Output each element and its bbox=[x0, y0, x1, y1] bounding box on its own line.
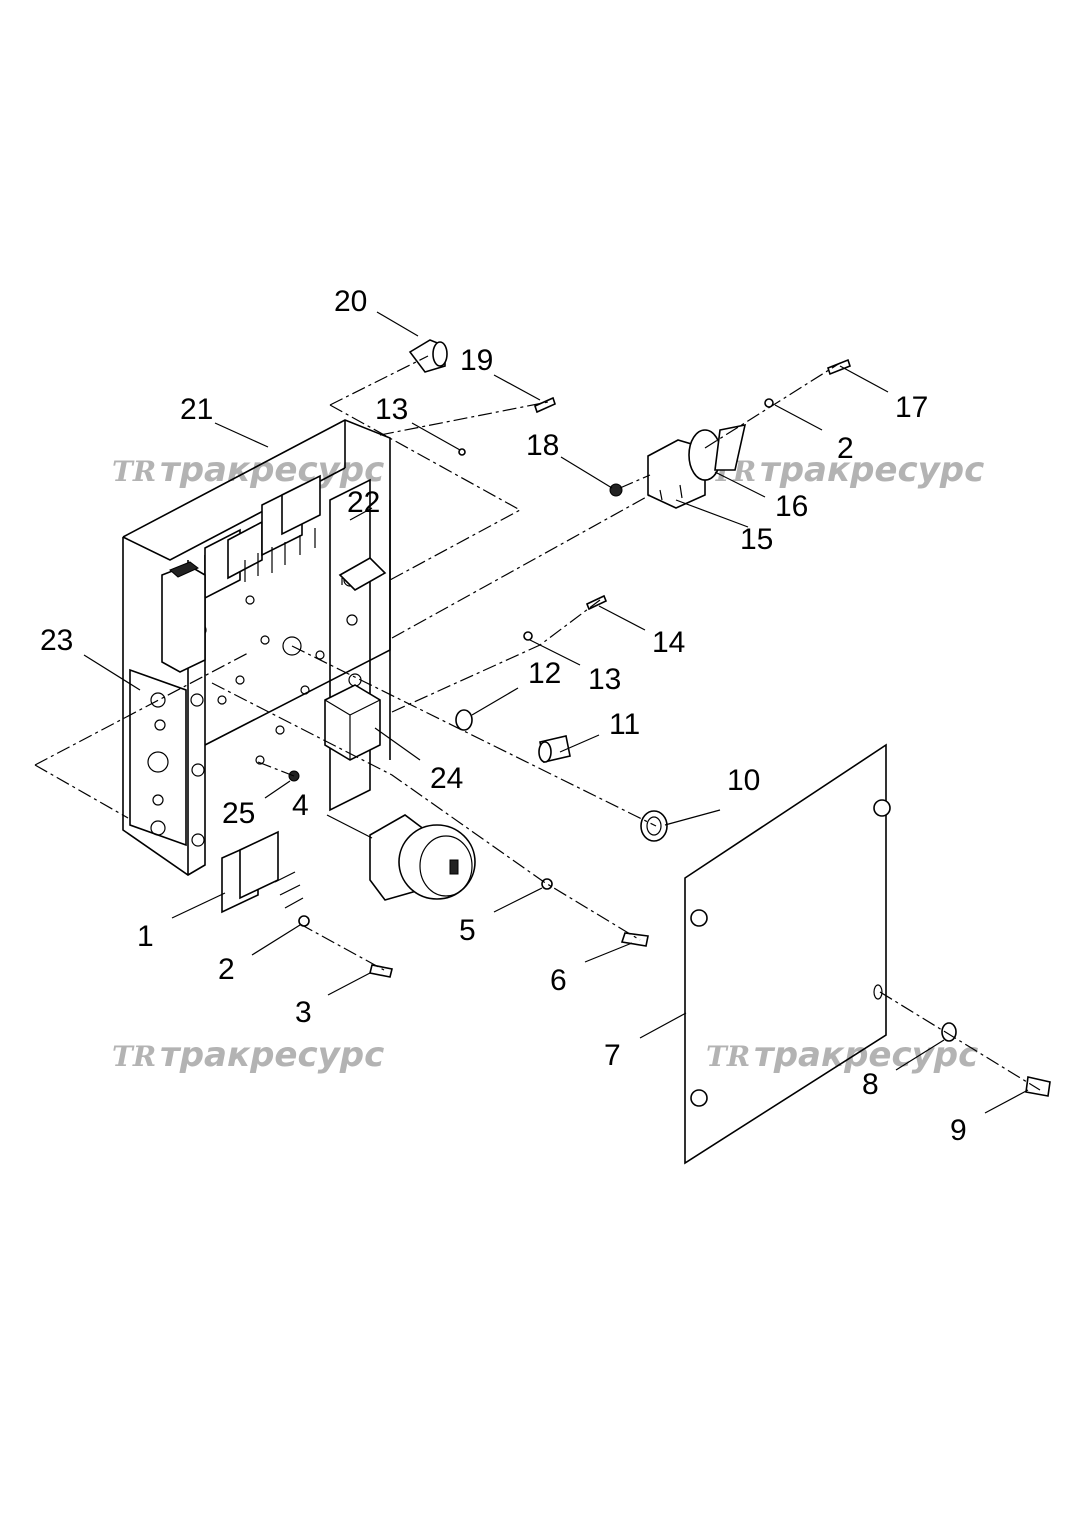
part-4-motor bbox=[369, 814, 476, 901]
part-9-bolt bbox=[1025, 1076, 1051, 1097]
assembly-lines bbox=[34, 355, 1041, 1091]
part-19-screw bbox=[534, 396, 556, 414]
callout-labels: 20 19 13 21 18 17 2 16 15 22 23 14 13 12… bbox=[40, 285, 967, 1147]
part-17-screw bbox=[827, 358, 851, 376]
part-5-washer bbox=[541, 878, 553, 890]
part-20-lamp bbox=[408, 339, 448, 373]
callout-9: 9 bbox=[950, 1114, 967, 1147]
callout-7: 7 bbox=[604, 1039, 621, 1072]
part-24-module bbox=[324, 684, 381, 761]
callout-12: 12 bbox=[528, 657, 561, 690]
callout-4: 4 bbox=[292, 789, 309, 822]
part-13-washer-upper bbox=[458, 448, 466, 456]
callout-20: 20 bbox=[334, 285, 367, 318]
part-11-shaft bbox=[538, 735, 571, 763]
part-22-relays bbox=[204, 474, 321, 600]
part-cylinder bbox=[338, 557, 387, 591]
callout-17: 17 bbox=[895, 391, 928, 424]
part-3-screw bbox=[369, 964, 393, 978]
part-6-bolt bbox=[620, 932, 649, 947]
part-15-16-switch-assembly bbox=[647, 423, 747, 509]
part-13-washer-lower bbox=[523, 631, 533, 641]
callout-6: 6 bbox=[550, 964, 567, 997]
callout-16: 16 bbox=[775, 490, 808, 523]
watermark-top-left: TR тракресурс bbox=[112, 450, 384, 490]
callout-19: 19 bbox=[460, 344, 493, 377]
callout-2-lower: 2 bbox=[218, 953, 235, 986]
callout-24: 24 bbox=[430, 762, 463, 795]
watermark-bottom-right: TR тракресурс bbox=[706, 1035, 978, 1075]
callout-23: 23 bbox=[40, 624, 73, 657]
part-relay-block bbox=[161, 561, 206, 673]
part-8-washer bbox=[941, 1022, 957, 1042]
watermark-bottom-left: TR тракресурс bbox=[112, 1035, 384, 1075]
watermark-logo: TR bbox=[112, 455, 156, 488]
callout-11: 11 bbox=[609, 708, 640, 741]
callout-18: 18 bbox=[526, 429, 559, 462]
callout-3: 3 bbox=[295, 996, 312, 1029]
leader-lines bbox=[83, 311, 1029, 1114]
callout-5: 5 bbox=[459, 914, 476, 947]
watermark-top-right: TR тракресурс bbox=[712, 450, 984, 490]
callout-21: 21 bbox=[180, 393, 213, 426]
callout-14: 14 bbox=[652, 626, 685, 659]
callout-15: 15 bbox=[740, 523, 773, 556]
watermark-logo: TR bbox=[706, 1040, 750, 1073]
callout-13-lower: 13 bbox=[588, 663, 621, 696]
callout-10: 10 bbox=[727, 764, 760, 797]
watermark-text: тракресурс bbox=[160, 1035, 384, 1075]
callout-2-upper: 2 bbox=[837, 432, 854, 465]
watermark-text: тракресурс bbox=[760, 450, 984, 490]
callout-25: 25 bbox=[222, 797, 255, 830]
part-18-nut bbox=[609, 483, 623, 497]
callout-13-upper: 13 bbox=[375, 393, 408, 426]
part-12-washer bbox=[455, 709, 473, 731]
part-23-plate bbox=[129, 668, 187, 847]
part-10-knob bbox=[640, 810, 668, 842]
part-7-cover-panel bbox=[684, 743, 891, 1165]
callout-8: 8 bbox=[862, 1068, 879, 1101]
watermark-text: тракресурс bbox=[160, 450, 384, 490]
part-1-switch bbox=[221, 830, 304, 914]
callout-1: 1 bbox=[137, 920, 154, 953]
watermark-logo: TR bbox=[112, 1040, 156, 1073]
callout-22: 22 bbox=[347, 486, 380, 519]
